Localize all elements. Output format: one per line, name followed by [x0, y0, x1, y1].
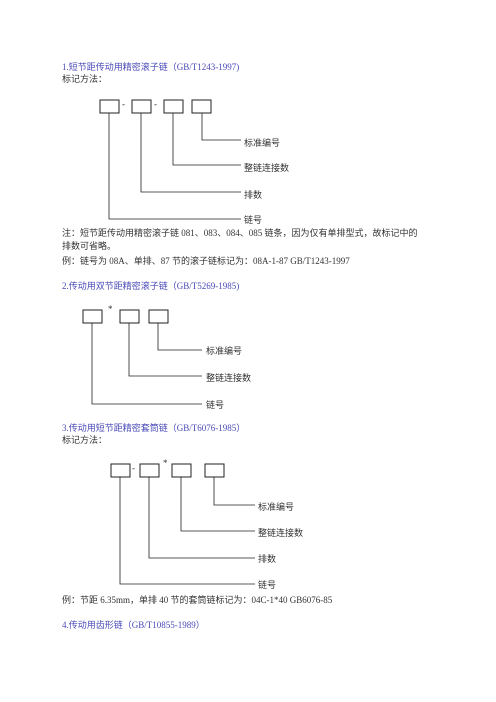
label-standard-number: 标准编号 — [244, 138, 281, 148]
leader-line — [213, 477, 255, 506]
section2-title: 2.传动用双节距精密滚子链（GB/T5269-1985) — [62, 281, 240, 291]
label-link-count: 整链连接数 — [244, 163, 290, 173]
leader-line — [119, 477, 255, 585]
code-box-standard — [204, 463, 225, 478]
leader-line — [180, 477, 255, 532]
code-box-link-count — [171, 463, 192, 478]
section1-title: 1.短节距传动用精密滚子链（GB/T1243-1997) — [62, 62, 240, 72]
leader-line — [157, 323, 202, 351]
section1-example: 例：链号为 08A、单排、87 节的滚子链标记为：08A-1-87 GB/T12… — [62, 256, 350, 266]
code-box-standard — [148, 309, 169, 324]
leader-line — [108, 113, 241, 220]
section3-example: 例：节距 6.35mm，单排 40 节的套筒链标记为：04C-1*40 GB60… — [62, 595, 333, 605]
separator-asterisk: * — [163, 458, 168, 468]
section1-note-line2: 排数可省略。 — [62, 241, 117, 251]
leader-line — [91, 323, 202, 405]
code-box-link-count — [119, 309, 140, 324]
section1-note-line1: 注：短节距传动用精密滚子链 081、083、084、085 链条，因为仅有单排型… — [62, 228, 418, 238]
code-box-link-count — [163, 99, 184, 114]
separator-dash: - — [132, 463, 135, 473]
label-standard-number: 标准编号 — [206, 346, 243, 356]
section1-marking-label: 标记方法： — [62, 74, 108, 84]
leader-line — [140, 113, 241, 193]
separator-asterisk: * — [108, 304, 113, 314]
code-box-chain-number — [110, 463, 131, 478]
section4-title: 4.传动用齿形链（GB/T10855-1989） — [62, 620, 205, 630]
label-rows: 排数 — [244, 190, 263, 200]
label-chain-number: 链号 — [244, 215, 263, 225]
leader-line — [172, 113, 241, 166]
code-box-standard — [191, 99, 212, 114]
label-rows: 排数 — [258, 554, 277, 564]
separator-dash: - — [122, 99, 125, 109]
label-standard-number: 标准编号 — [258, 502, 295, 512]
code-box-rows — [131, 99, 152, 114]
code-box-chain-number — [99, 99, 120, 114]
code-box-chain-number — [82, 309, 103, 324]
label-chain-number: 链号 — [258, 580, 277, 590]
code-box-rows — [139, 463, 160, 478]
label-link-count: 整链连接数 — [258, 528, 304, 538]
leader-line — [148, 477, 255, 559]
leader-line — [128, 323, 202, 377]
label-link-count: 整链连接数 — [206, 373, 252, 383]
leader-line — [201, 113, 241, 141]
section3-title: 3.传动用短节距精密套筒链（GB/T6076-1985） — [62, 423, 246, 433]
section3-marking-label: 标记方法： — [62, 435, 108, 445]
separator-dash: - — [154, 99, 157, 109]
label-chain-number: 链号 — [206, 400, 225, 410]
